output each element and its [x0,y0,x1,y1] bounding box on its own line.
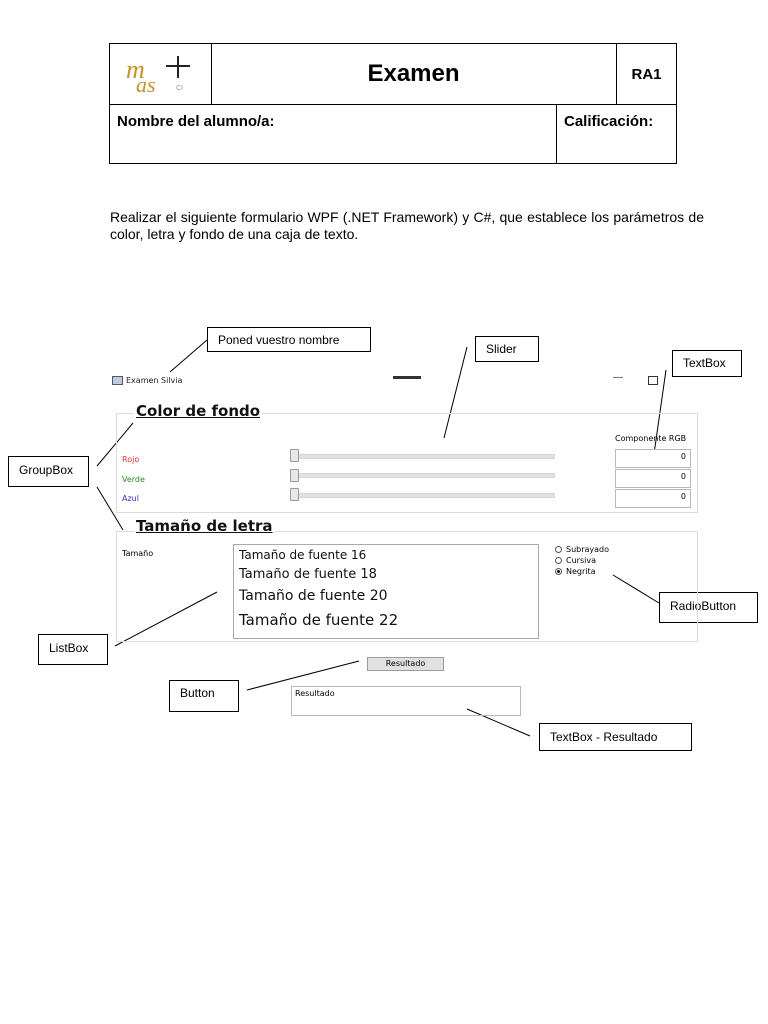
minimize-icon[interactable]: — [613,372,623,383]
exam-code: RA1 [631,65,662,83]
instructions-text: Realizar el siguiente formulario WPF (.N… [110,209,704,242]
font-size-listbox[interactable]: Tamaño de fuente 16 Tamaño de fuente 18 … [233,544,539,639]
callout-radiobutton: RadioButton [659,592,758,623]
maximize-icon[interactable] [648,376,658,385]
green-slider-track[interactable] [291,473,555,478]
result-button[interactable]: Resultado [367,657,444,671]
callout-name: Poned vuestro nombre [207,327,371,352]
radio-bold[interactable]: Negrita [555,567,596,576]
exam-title: Examen [211,44,617,104]
red-label: Rojo [122,455,140,464]
list-item[interactable]: Tamaño de fuente 20 [239,588,388,604]
red-slider-thumb[interactable] [290,449,299,462]
callout-button: Button [169,680,239,712]
blue-label: Azul [122,494,139,503]
list-item[interactable]: Tamaño de fuente 18 [239,567,377,582]
title-caret-bar [393,376,421,379]
radio-circle-icon [555,557,562,564]
color-group-header: Color de fondo [134,402,263,420]
blue-slider-track[interactable] [291,493,555,498]
blue-slider-thumb[interactable] [290,488,299,501]
callout-textbox-result: TextBox - Resultado [539,723,692,751]
red-value-textbox[interactable]: 0 [615,449,691,468]
list-item[interactable]: Tamaño de fuente 16 [239,548,367,562]
radio-label: Cursiva [566,556,596,565]
school-logo: m as CI [126,55,190,97]
result-textbox[interactable]: Resultado [291,686,521,716]
green-value-textbox[interactable]: 0 [615,469,691,488]
grade-label: Calificación: [564,113,654,130]
list-item[interactable]: Tamaño de fuente 22 [239,611,399,629]
red-slider-track[interactable] [291,454,555,459]
radio-underline[interactable]: Subrayado [555,545,609,554]
window-title: Examen Silvia [112,376,182,385]
callout-groupbox: GroupBox [8,456,89,487]
blue-value-textbox[interactable]: 0 [615,489,691,508]
radio-label: Subrayado [566,545,610,554]
radio-circle-icon [555,546,562,553]
font-group-header: Tamaño de letra [134,517,275,535]
font-groupbox [116,531,698,642]
logo-cell: m as CI [110,44,212,104]
exam-header-table: m as CI Examen RA1 Nombre del alumno/a: … [109,43,677,164]
line-name [169,339,208,373]
size-label: Tamaño [122,549,154,558]
student-name-label: Nombre del alumno/a: [110,105,557,163]
radio-checked-icon [555,568,562,575]
window-title-text: Examen Silvia [126,376,183,385]
radio-label: Negrita [566,567,596,576]
color-groupbox [116,413,698,513]
green-label: Verde [122,475,145,484]
svg-text:CI: CI [176,85,183,92]
callout-slider: Slider [475,336,539,362]
svg-text:m: m [126,55,145,84]
table-divider [110,104,676,105]
window-app-icon [112,376,123,385]
green-slider-thumb[interactable] [290,469,299,482]
callout-textbox: TextBox [672,350,742,377]
radio-italic[interactable]: Cursiva [555,556,596,565]
svg-text:as: as [136,72,156,97]
callout-listbox: ListBox [38,634,108,665]
rgb-component-label: Componente RGB [615,434,687,443]
